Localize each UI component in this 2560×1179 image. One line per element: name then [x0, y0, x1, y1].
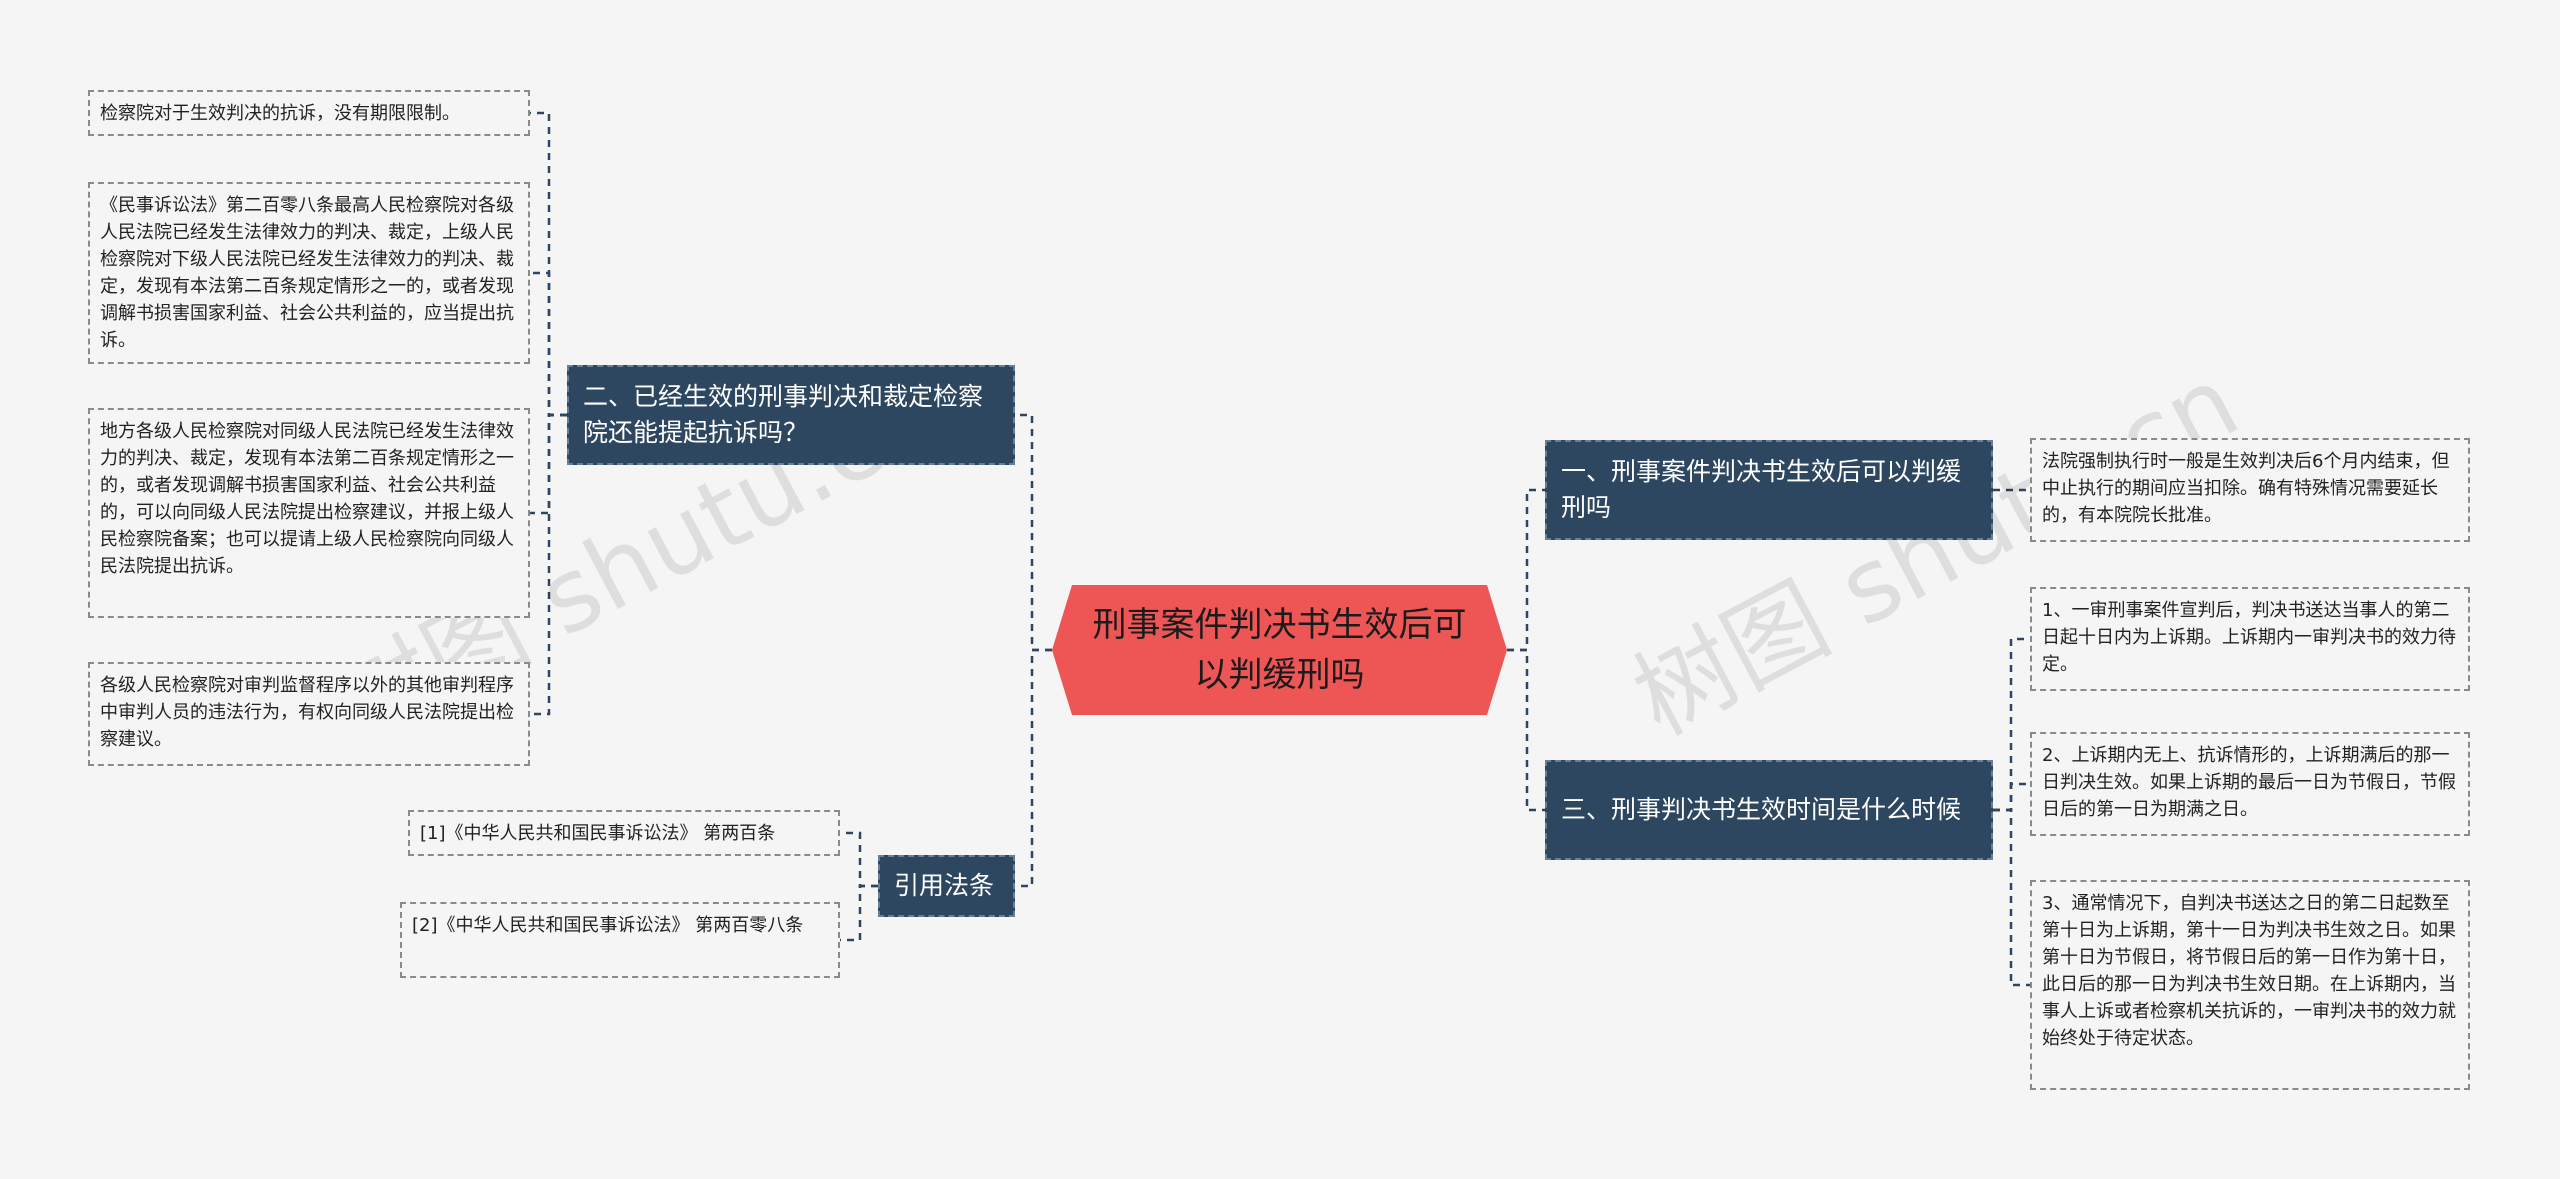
leaf-effective-after-appeal: 2、上诉期内无上、抗诉情形的，上诉期满后的那一日判决生效。如果上诉期的最后一日为… — [2030, 732, 2470, 836]
edge-root-topic-left-2 — [1015, 648, 1052, 888]
edge-root-topic-right-2 — [1507, 648, 1545, 812]
edge-root-topic-right-1 — [1507, 488, 1545, 652]
edge-right2-leaf-2 — [1993, 808, 2030, 987]
leaf-procuratorial-suggestion: 各级人民检察院对审判监督程序以外的其他审判程序中审判人员的违法行为，有权向同级人… — [88, 662, 530, 766]
edge-left1-leaf-1 — [530, 271, 567, 417]
leaf-article-208: 《民事诉讼法》第二百零八条最高人民检察院对各级人民法院已经发生法律效力的判决、裁… — [88, 182, 530, 364]
topic-procuratorate-protest[interactable]: 二、已经生效的刑事判决和裁定检察院还能提起抗诉吗？ — [567, 365, 1015, 465]
topic-judgment-effective-time[interactable]: 三、刑事判决书生效时间是什么时候 — [1545, 760, 1993, 860]
edge-right2-leaf-1 — [1993, 782, 2030, 812]
leaf-no-time-limit: 检察院对于生效判决的抗诉，没有期限限制。 — [88, 90, 530, 136]
topic-probation-after-effect[interactable]: 一、刑事案件判决书生效后可以判缓刑吗 — [1545, 440, 1993, 540]
topic-cited-statutes[interactable]: 引用法条 — [878, 855, 1015, 917]
edge-root-topic-left-1 — [1015, 413, 1052, 652]
edge-right2-leaf-0 — [1993, 637, 2030, 812]
edge-left2-leaf-1 — [840, 884, 878, 942]
edge-left2-leaf-0 — [840, 831, 878, 888]
leaf-citation-2[interactable]: [2]《中华人民共和国民事诉讼法》 第两百零八条 — [400, 902, 840, 978]
edge-left1-leaf-0 — [530, 111, 567, 417]
leaf-general-rule: 3、通常情况下，自判决书送达之日的第二日起数至第十日为上诉期，第十一日为判决书生… — [2030, 880, 2470, 1090]
leaf-appeal-period: 1、一审刑事案件宣判后，判决书送达当事人的第二日起十日内为上诉期。上诉期内一审判… — [2030, 587, 2470, 691]
leaf-citation-1[interactable]: [1]《中华人民共和国民事诉讼法》 第两百条 — [408, 810, 840, 856]
edge-left1-leaf-3 — [530, 413, 567, 716]
leaf-local-procuratorate: 地方各级人民检察院对同级人民法院已经发生法律效力的判决、裁定，发现有本法第二百条… — [88, 408, 530, 618]
root-node[interactable]: 刑事案件判决书生效后可以判缓刑吗 — [1052, 585, 1507, 715]
leaf-enforcement-period: 法院强制执行时一般是生效判决后6个月内结束，但中止执行的期间应当扣除。确有特殊情… — [2030, 438, 2470, 542]
